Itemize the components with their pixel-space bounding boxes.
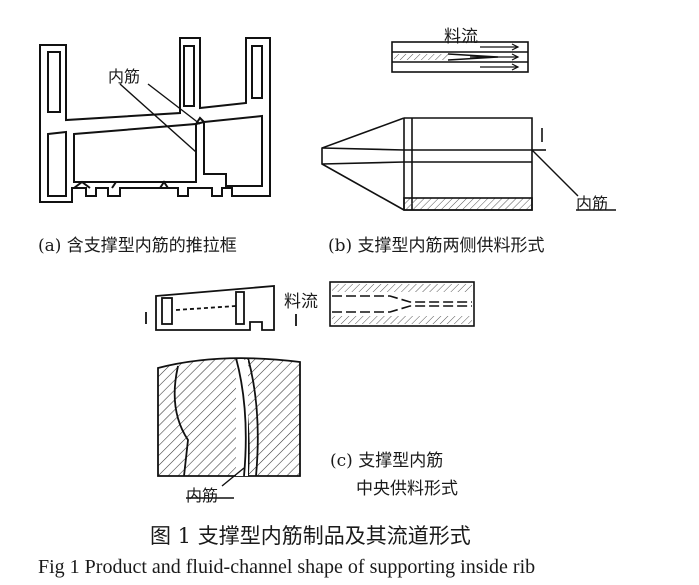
panel-c-rib-leader (186, 467, 245, 499)
panel-c-profile (145, 285, 297, 331)
panel-b-flow-label: 料流 (444, 27, 478, 47)
figure-caption-chinese: 图 1 支撑型内筋制品及其流道形式 (150, 524, 471, 548)
panel-c-rib-label: 内筋 (186, 486, 219, 505)
panel-b-die-sketch (321, 117, 546, 211)
panel-c-caption-line2: 中央供料形式 (356, 479, 458, 499)
panel-c-caption-line1: (c) 支撑型内筋 (330, 451, 444, 471)
panel-a-rib-label: 内筋 (108, 67, 141, 86)
panel-c-flow-schematic (329, 281, 475, 327)
panel-c-die-section (157, 357, 301, 477)
panel-b-caption: (b) 支撑型内筋两侧供料形式 (328, 236, 545, 256)
panel-b-rib-leader (531, 149, 616, 211)
panel-b-flow-schematic (391, 41, 529, 73)
panel-a-rib-leader (119, 83, 201, 153)
panel-a-profile (39, 37, 271, 203)
panel-c-flow-label: 料流 (284, 292, 318, 312)
panel-a-caption: (a) 含支撑型内筋的推拉框 (38, 236, 237, 256)
panel-b-rib-label: 内筋 (576, 194, 609, 213)
figure-caption-english: Fig 1 Product and fluid-channel shape of… (38, 556, 536, 578)
